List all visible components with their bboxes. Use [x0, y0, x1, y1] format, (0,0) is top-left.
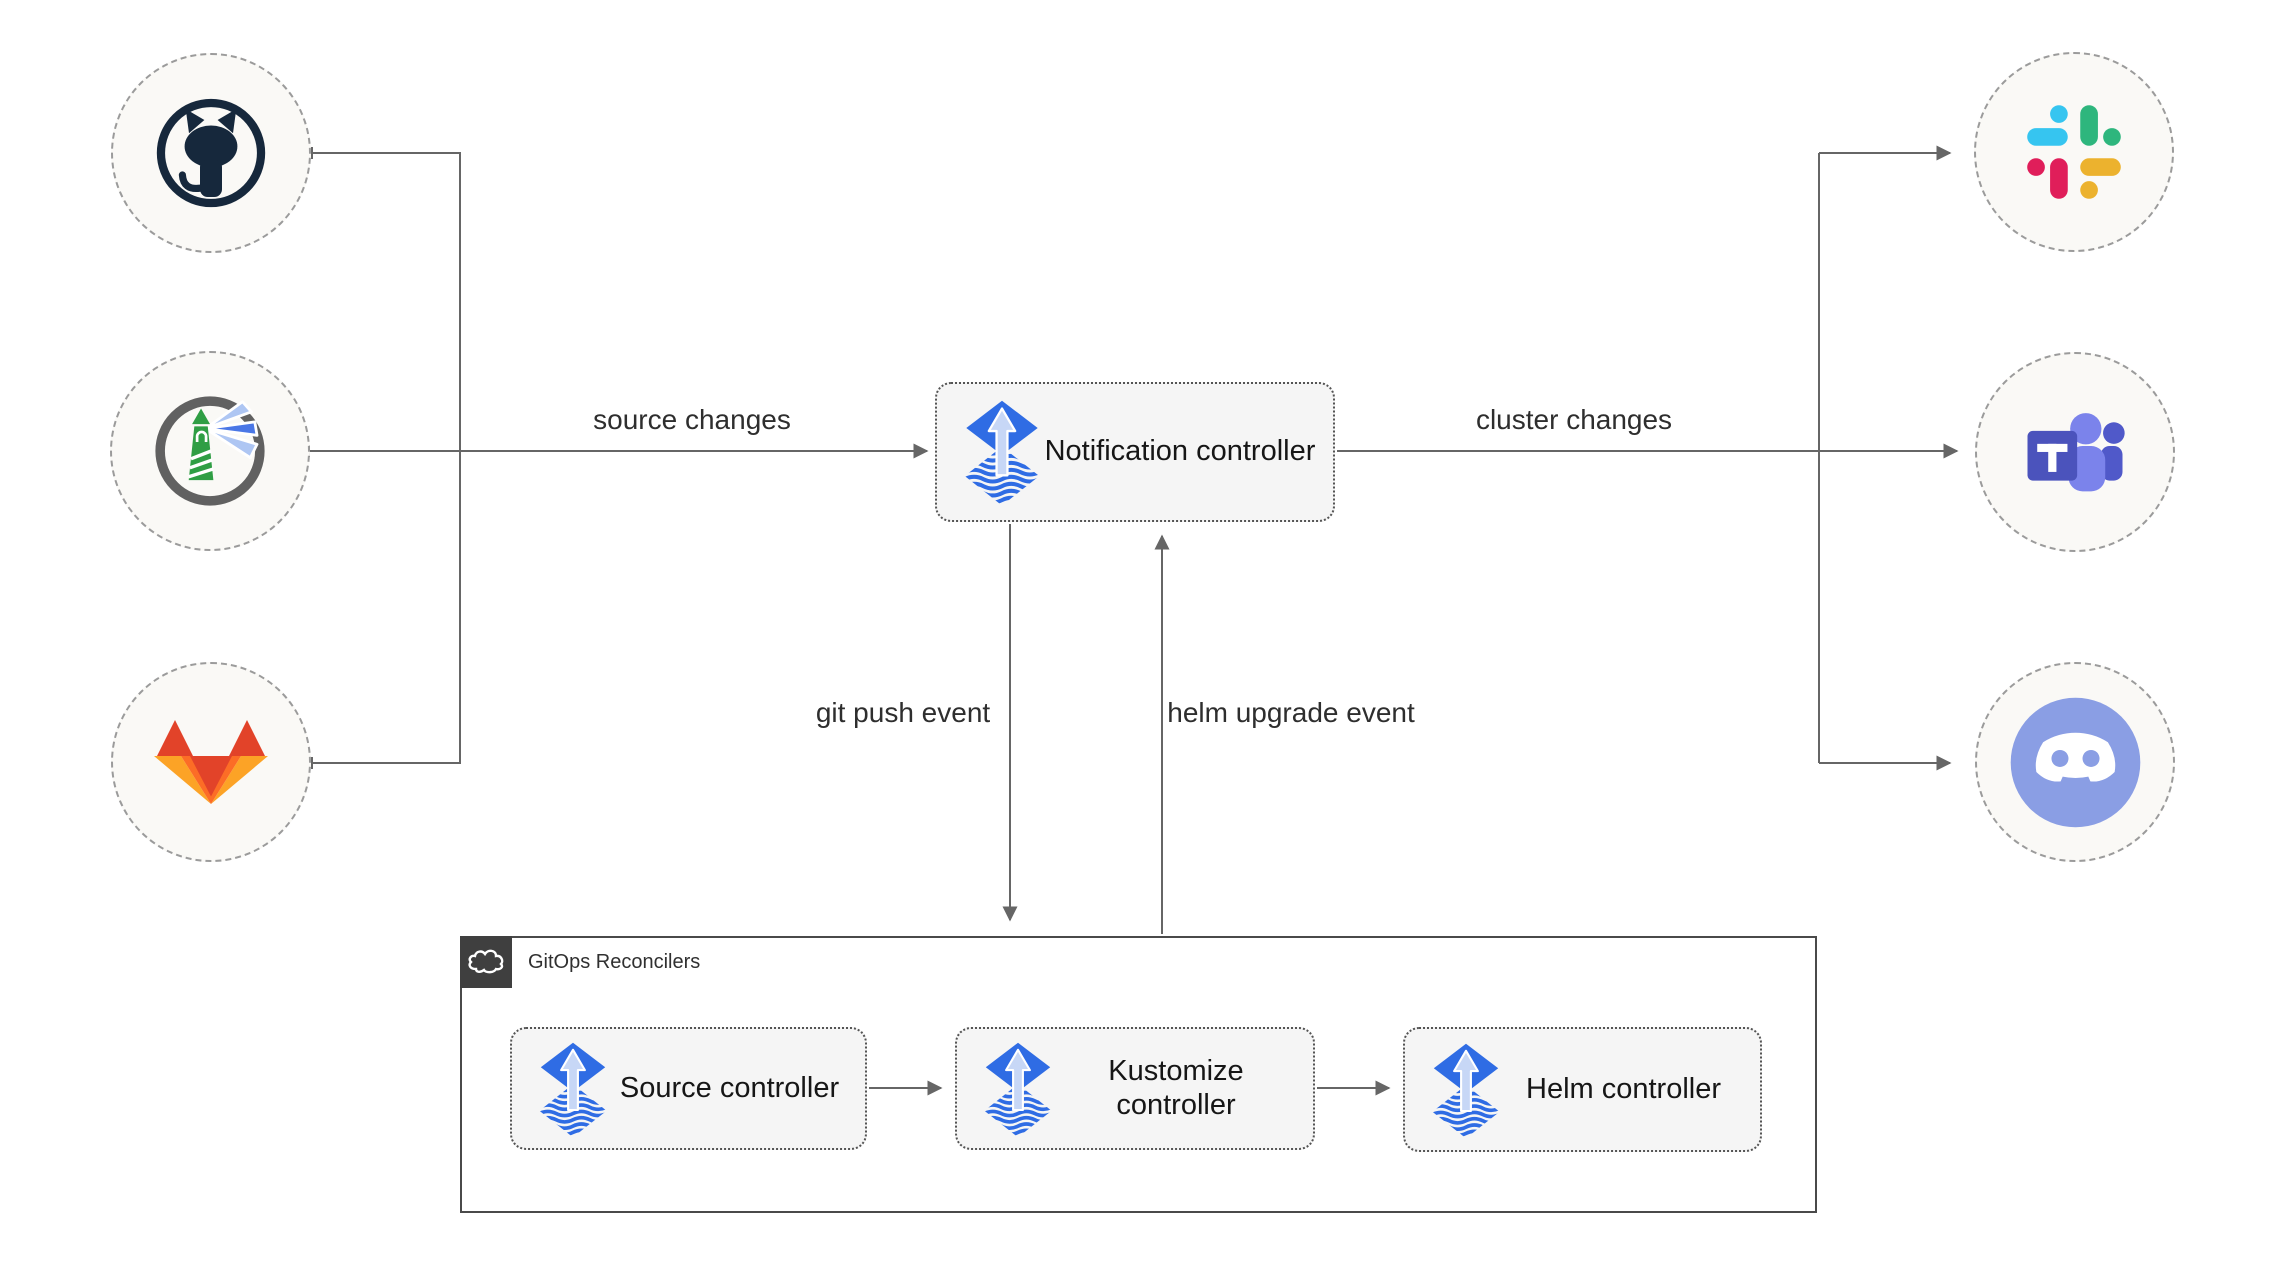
- kustomize-controller-node: Kustomize controller: [955, 1027, 1315, 1150]
- helm-upgrade-event-label: helm upgrade event: [1167, 697, 1415, 728]
- cloud-icon: [468, 949, 504, 974]
- slack-node: [1974, 52, 2174, 252]
- flux-icon: [538, 1042, 608, 1136]
- discord-icon: [2010, 697, 2140, 827]
- kustomize-controller-label: Kustomize controller: [1108, 1054, 1244, 1121]
- discord-node: [1975, 662, 2175, 862]
- gitops-reconcilers-group: [460, 936, 1817, 1213]
- teams-node: [1975, 352, 2175, 552]
- source-changes-label: source changes: [593, 404, 791, 435]
- notification-controller-label: Notification controller: [1044, 435, 1316, 468]
- notification-controller-node: Notification controller: [935, 382, 1335, 522]
- source-controller-node: Source controller: [510, 1027, 867, 1150]
- lighthouse: [188, 408, 214, 481]
- harbor-icon: [155, 396, 265, 506]
- gitlab-icon: [154, 720, 268, 804]
- gitlab-node: [111, 662, 311, 862]
- github-icon: [156, 98, 266, 208]
- flux-icon: [1431, 1043, 1501, 1137]
- helm-controller-label: Helm controller: [1526, 1072, 1721, 1105]
- flux-icon: [963, 400, 1041, 504]
- left-bus-line: [312, 152, 461, 764]
- teams-icon: [2027, 412, 2125, 491]
- slack-icon: [2027, 105, 2121, 199]
- gitops-reconcilers-tab: [460, 936, 512, 988]
- helm-controller-node: Helm controller: [1403, 1027, 1762, 1152]
- harbor-node: [110, 351, 310, 551]
- gitops-reconcilers-label: GitOps Reconcilers: [528, 950, 701, 973]
- flux-icon: [983, 1042, 1053, 1136]
- cluster-changes-label: cluster changes: [1475, 404, 1673, 435]
- source-controller-label: Source controller: [619, 1071, 840, 1104]
- github-node: [111, 53, 311, 253]
- git-push-event-label: git push event: [815, 697, 991, 728]
